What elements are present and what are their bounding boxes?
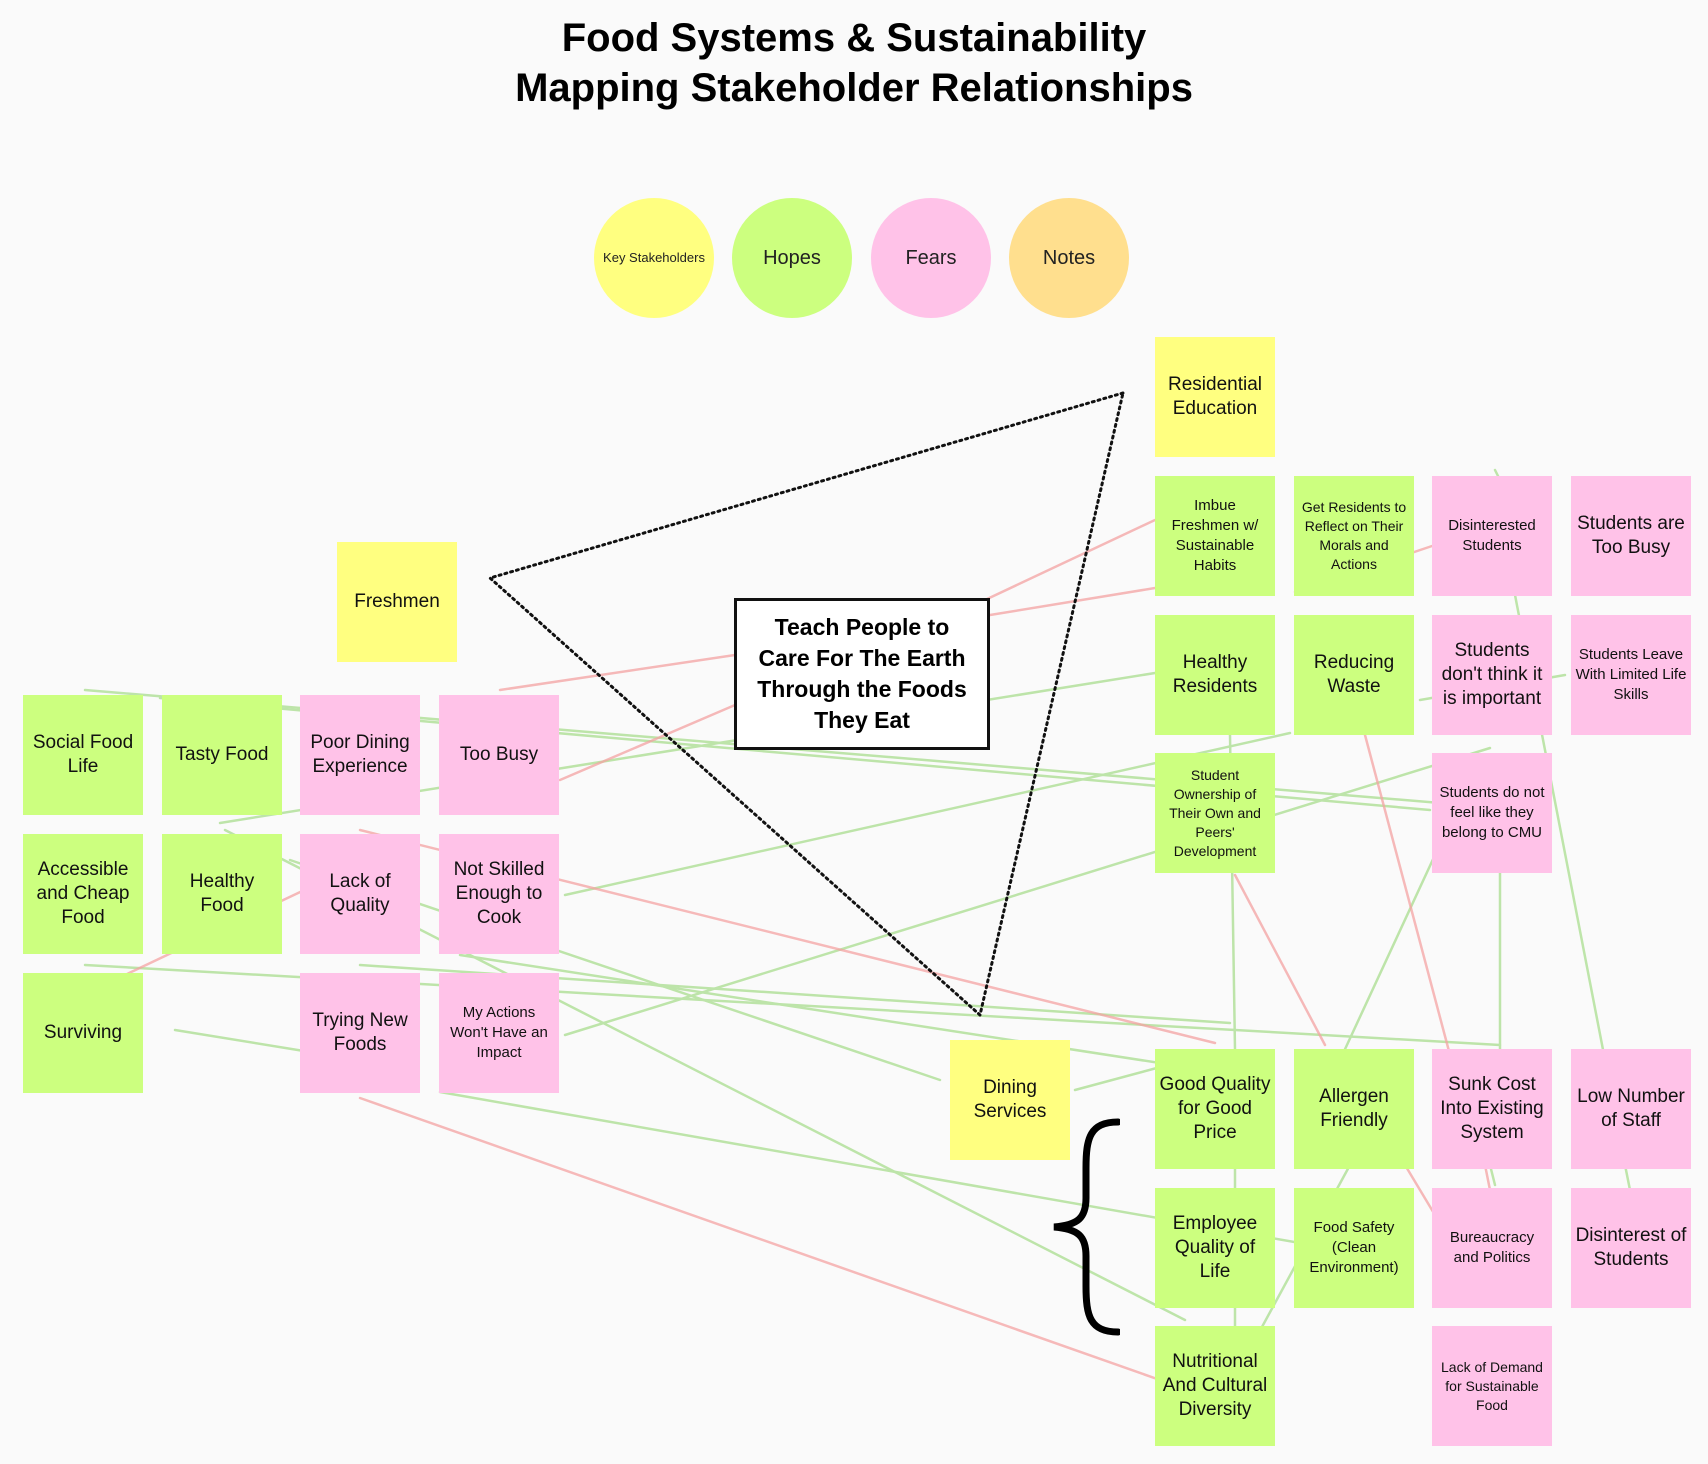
hope-link	[458, 953, 1272, 1082]
fear-low-staff: Low Number of Staff	[1571, 1049, 1691, 1169]
stakeholder-dining-services: Dining Services	[950, 1040, 1070, 1160]
hope-link	[173, 1028, 312, 1054]
fear-link	[988, 586, 1157, 617]
legend-notes: Notes	[1009, 198, 1129, 318]
hope-employee-quality-life: Employee Quality of Life	[1155, 1188, 1275, 1308]
fear-lack-of-quality: Lack of Quality	[300, 834, 420, 954]
fear-link	[1403, 1163, 1437, 1217]
hope-student-ownership: Student Ownership of Their Own and Peers…	[1155, 753, 1275, 873]
legend-fears: Fears	[871, 198, 991, 318]
page-subtitle: Mapping Stakeholder Relationships	[515, 66, 1193, 110]
fear-link	[558, 703, 737, 782]
fear-link	[1363, 733, 1452, 1057]
hope-imbue-freshmen: Imbue Freshmen w/ Sustainable Habits	[1155, 476, 1275, 596]
hope-link	[563, 746, 1492, 1037]
fear-link	[983, 518, 1157, 602]
hope-social-food-life: Social Food Life	[23, 695, 143, 815]
hope-link	[1338, 853, 1437, 1062]
fear-too-busy: Too Busy	[439, 695, 559, 815]
fear-students-too-busy: Students are Too Busy	[1571, 476, 1691, 596]
hope-food-safety: Food Safety (Clean Environment)	[1294, 1188, 1414, 1308]
fear-students-leave-limited-skills: Students Leave With Limited Life Skills	[1571, 615, 1691, 735]
curly-brace	[1053, 1118, 1120, 1336]
stakeholder-residential-education: Residential Education	[1155, 337, 1275, 457]
fear-lack-of-demand: Lack of Demand for Sustainable Food	[1432, 1326, 1552, 1446]
dotted-triangle	[486, 391, 1125, 1018]
legend-key-stakeholders: Key Stakeholders	[594, 198, 714, 318]
hope-good-quality-price: Good Quality for Good Price	[1155, 1049, 1275, 1169]
hope-surviving: Surviving	[23, 973, 143, 1093]
center-goal-box: Teach People to Care For The Earth Throu…	[734, 598, 990, 750]
fear-bureaucracy: Bureaucracy and Politics	[1432, 1188, 1552, 1308]
hope-get-residents-reflect: Get Residents to Reflect on Their Morals…	[1294, 476, 1414, 596]
legend-hopes: Hopes	[732, 198, 852, 318]
hope-nutritional-diversity: Nutritional And Cultural Diversity	[1155, 1326, 1275, 1446]
hope-healthy-residents: Healthy Residents	[1155, 615, 1275, 735]
fear-poor-dining-experience: Poor Dining Experience	[300, 695, 420, 815]
hope-accessible-cheap-food: Accessible and Cheap Food	[23, 834, 143, 954]
fear-disinterested-students: Disinterested Students	[1432, 476, 1552, 596]
fear-link	[1233, 873, 1327, 1047]
fear-students-not-belong: Students do not feel like they belong to…	[1432, 753, 1552, 873]
fear-sunk-cost: Sunk Cost Into Existing System	[1432, 1049, 1552, 1169]
fear-not-skilled-to-cook: Not Skilled Enough to Cook	[439, 834, 559, 954]
hope-allergen-friendly: Allergen Friendly	[1294, 1049, 1414, 1169]
fear-link	[358, 1096, 1162, 1382]
stakeholder-freshmen: Freshmen	[337, 542, 457, 662]
page-title: Food Systems & Sustainability	[561, 16, 1147, 60]
fear-actions-no-impact: My Actions Won't Have an Impact	[439, 973, 559, 1093]
hope-link	[1623, 1163, 1632, 1192]
fear-link	[1483, 1163, 1492, 1192]
fear-disinterest-students: Disinterest of Students	[1571, 1188, 1691, 1308]
fear-trying-new-foods: Trying New Foods	[300, 973, 420, 1093]
hope-tasty-food: Tasty Food	[162, 695, 282, 815]
hope-healthy-food: Healthy Food	[162, 834, 282, 954]
hope-reducing-waste: Reducing Waste	[1294, 615, 1414, 735]
fear-link	[498, 653, 737, 692]
fear-students-dont-think-important: Students don't think it is important	[1432, 615, 1552, 735]
